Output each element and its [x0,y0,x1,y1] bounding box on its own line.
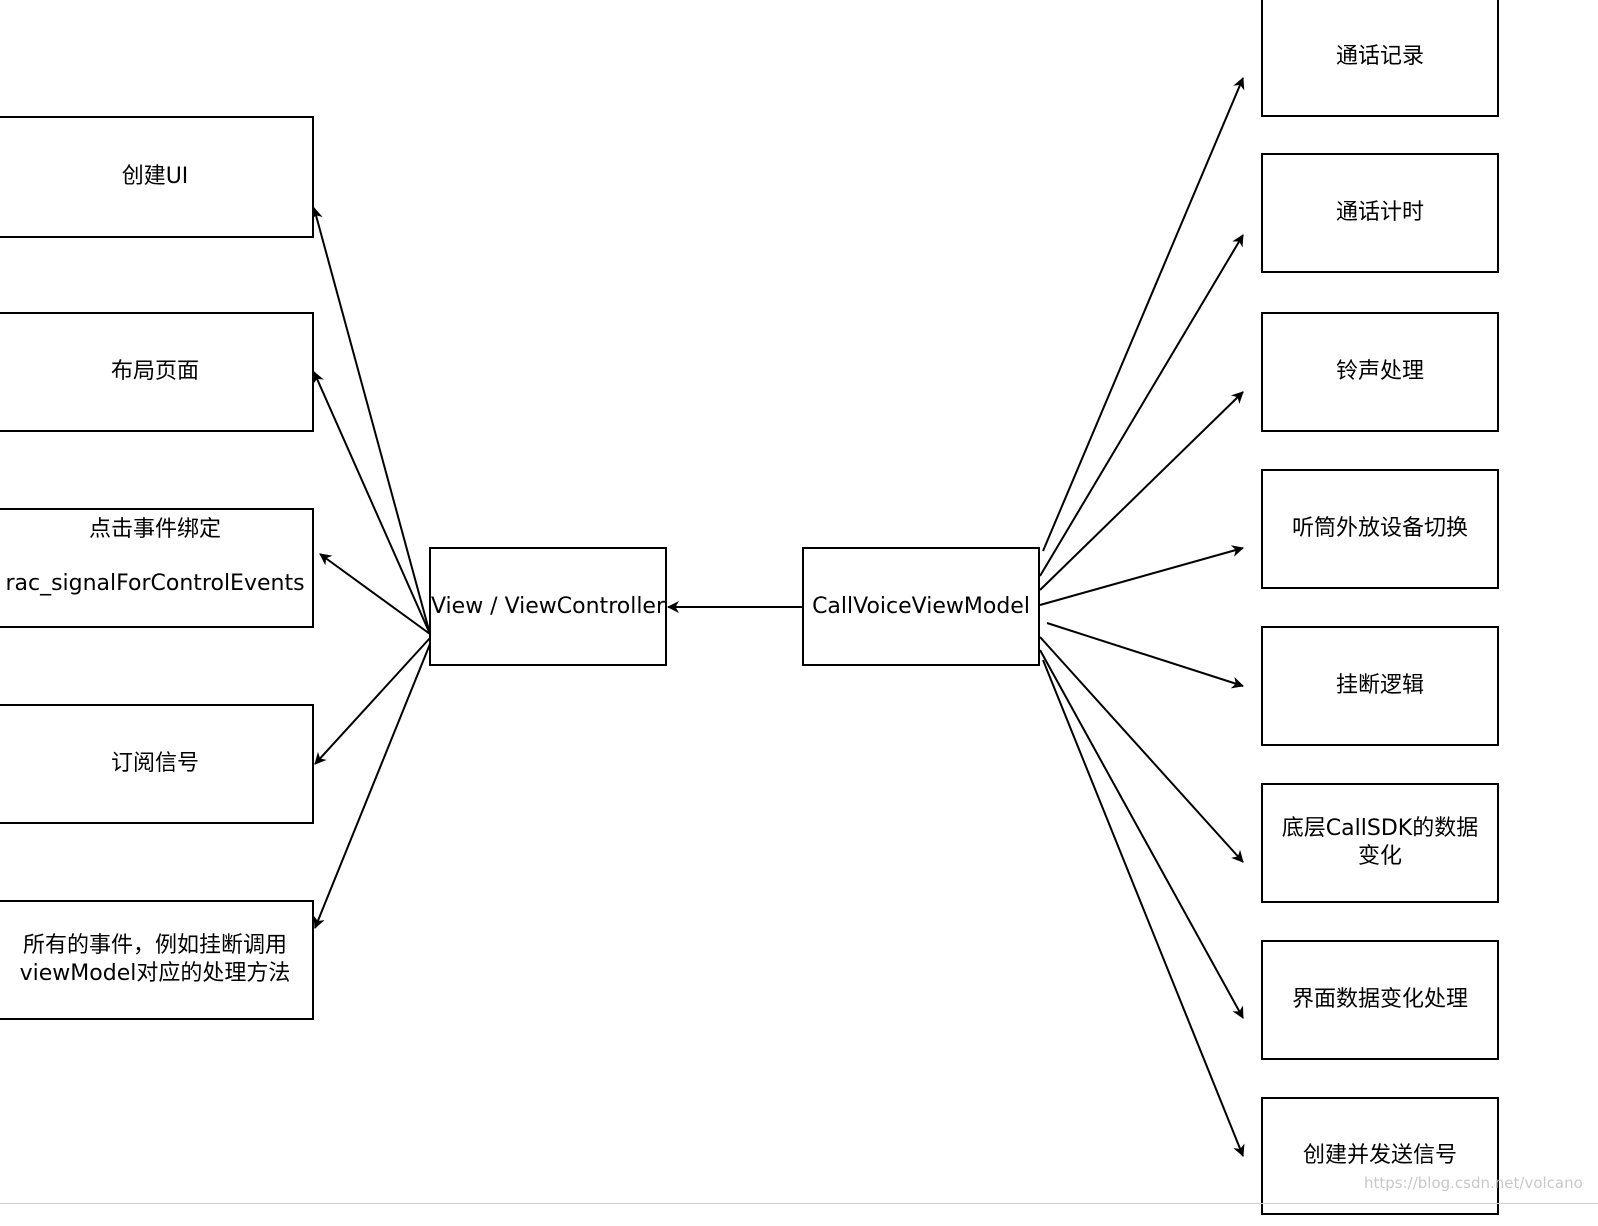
box-create-send-signal: 创建并发送信号 [1261,1097,1499,1215]
arrow-view-to-create-ui [311,207,431,635]
box-call-timer: 通话计时 [1261,153,1499,273]
box-sdk-data-change: 底层CallSDK的数据 变化 [1261,783,1499,903]
arrow-view-to-subscribe-signal [314,637,431,765]
box-ringtone: 铃声处理 [1261,312,1499,432]
arrow-viewmodel-to-speaker-switch [1039,545,1244,606]
box-create-ui-line-1: 创建UI [121,164,189,189]
arrow-viewmodel-to-call-timer [1039,234,1244,577]
box-create-ui: 创建UI [0,116,314,238]
box-call-records: 通话记录 [1261,0,1499,117]
view-controller-label: View / ViewController [430,593,666,619]
box-subscribe-signal: 订阅信号 [0,704,314,824]
box-call-voice-viewmodel: CallVoiceViewModel [802,547,1040,666]
arrow-viewmodel-to-hangup-logic [1046,622,1244,689]
arrow-viewmodel-to-call-records [1042,77,1245,552]
arrow-viewmodel-to-create-send-signal [1042,659,1245,1157]
box-all-events-line-1: 所有的事件，例如挂断调用 [22,933,287,958]
box-hangup-logic: 挂断逻辑 [1261,626,1499,746]
box-create-send-signal-line-1: 创建并发送信号 [1302,1143,1457,1168]
box-ringtone-line-1: 铃声处理 [1335,359,1424,384]
box-sdk-data-change-line-1: 底层CallSDK的数据 [1281,816,1479,841]
box-all-events: 所有的事件，例如挂断调用 viewModel对应的处理方法 [0,900,314,1020]
arrow-viewmodel-to-ringtone [1039,391,1244,591]
box-ui-data-change-line-1: 界面数据变化处理 [1291,987,1468,1012]
box-subscribe-signal-line-1: 订阅信号 [110,751,199,776]
arrow-view-to-layout-page [312,371,431,635]
box-click-binding-line-1: 点击事件绑定 [88,517,221,542]
box-view-controller: View / ViewController [429,547,667,666]
arrow-viewmodel-to-ui-data-change [1039,649,1244,1019]
arrow-viewmodel-to-sdk-data-change [1039,636,1244,863]
watermark: https://blog.csdn.net/volcano [1364,1174,1583,1192]
box-ui-data-change: 界面数据变化处理 [1261,940,1499,1060]
box-speaker-switch: 听筒外放设备切换 [1261,469,1499,589]
box-sdk-data-change-line-2: 变化 [1357,844,1402,869]
box-call-records-line-1: 通话记录 [1335,43,1424,69]
box-layout-page: 布局页面 [0,312,314,432]
box-call-timer-line-1: 通话计时 [1335,200,1424,225]
arrow-view-to-click-binding [319,553,431,635]
viewmodel-label: CallVoiceViewModel [812,593,1030,619]
box-hangup-logic-line-1: 挂断逻辑 [1335,673,1424,698]
box-click-binding: 点击事件绑定 rac_signalForControlEvents [0,508,314,628]
arrow-view-to-all-events [313,643,431,929]
box-layout-page-line-1: 布局页面 [110,359,199,384]
box-click-binding-line-2: rac_signalForControlEvents [5,571,305,596]
box-all-events-line-2: viewModel对应的处理方法 [19,961,291,986]
box-speaker-switch-line-1: 听筒外放设备切换 [1291,516,1468,541]
bottom-rule [0,1203,1598,1204]
